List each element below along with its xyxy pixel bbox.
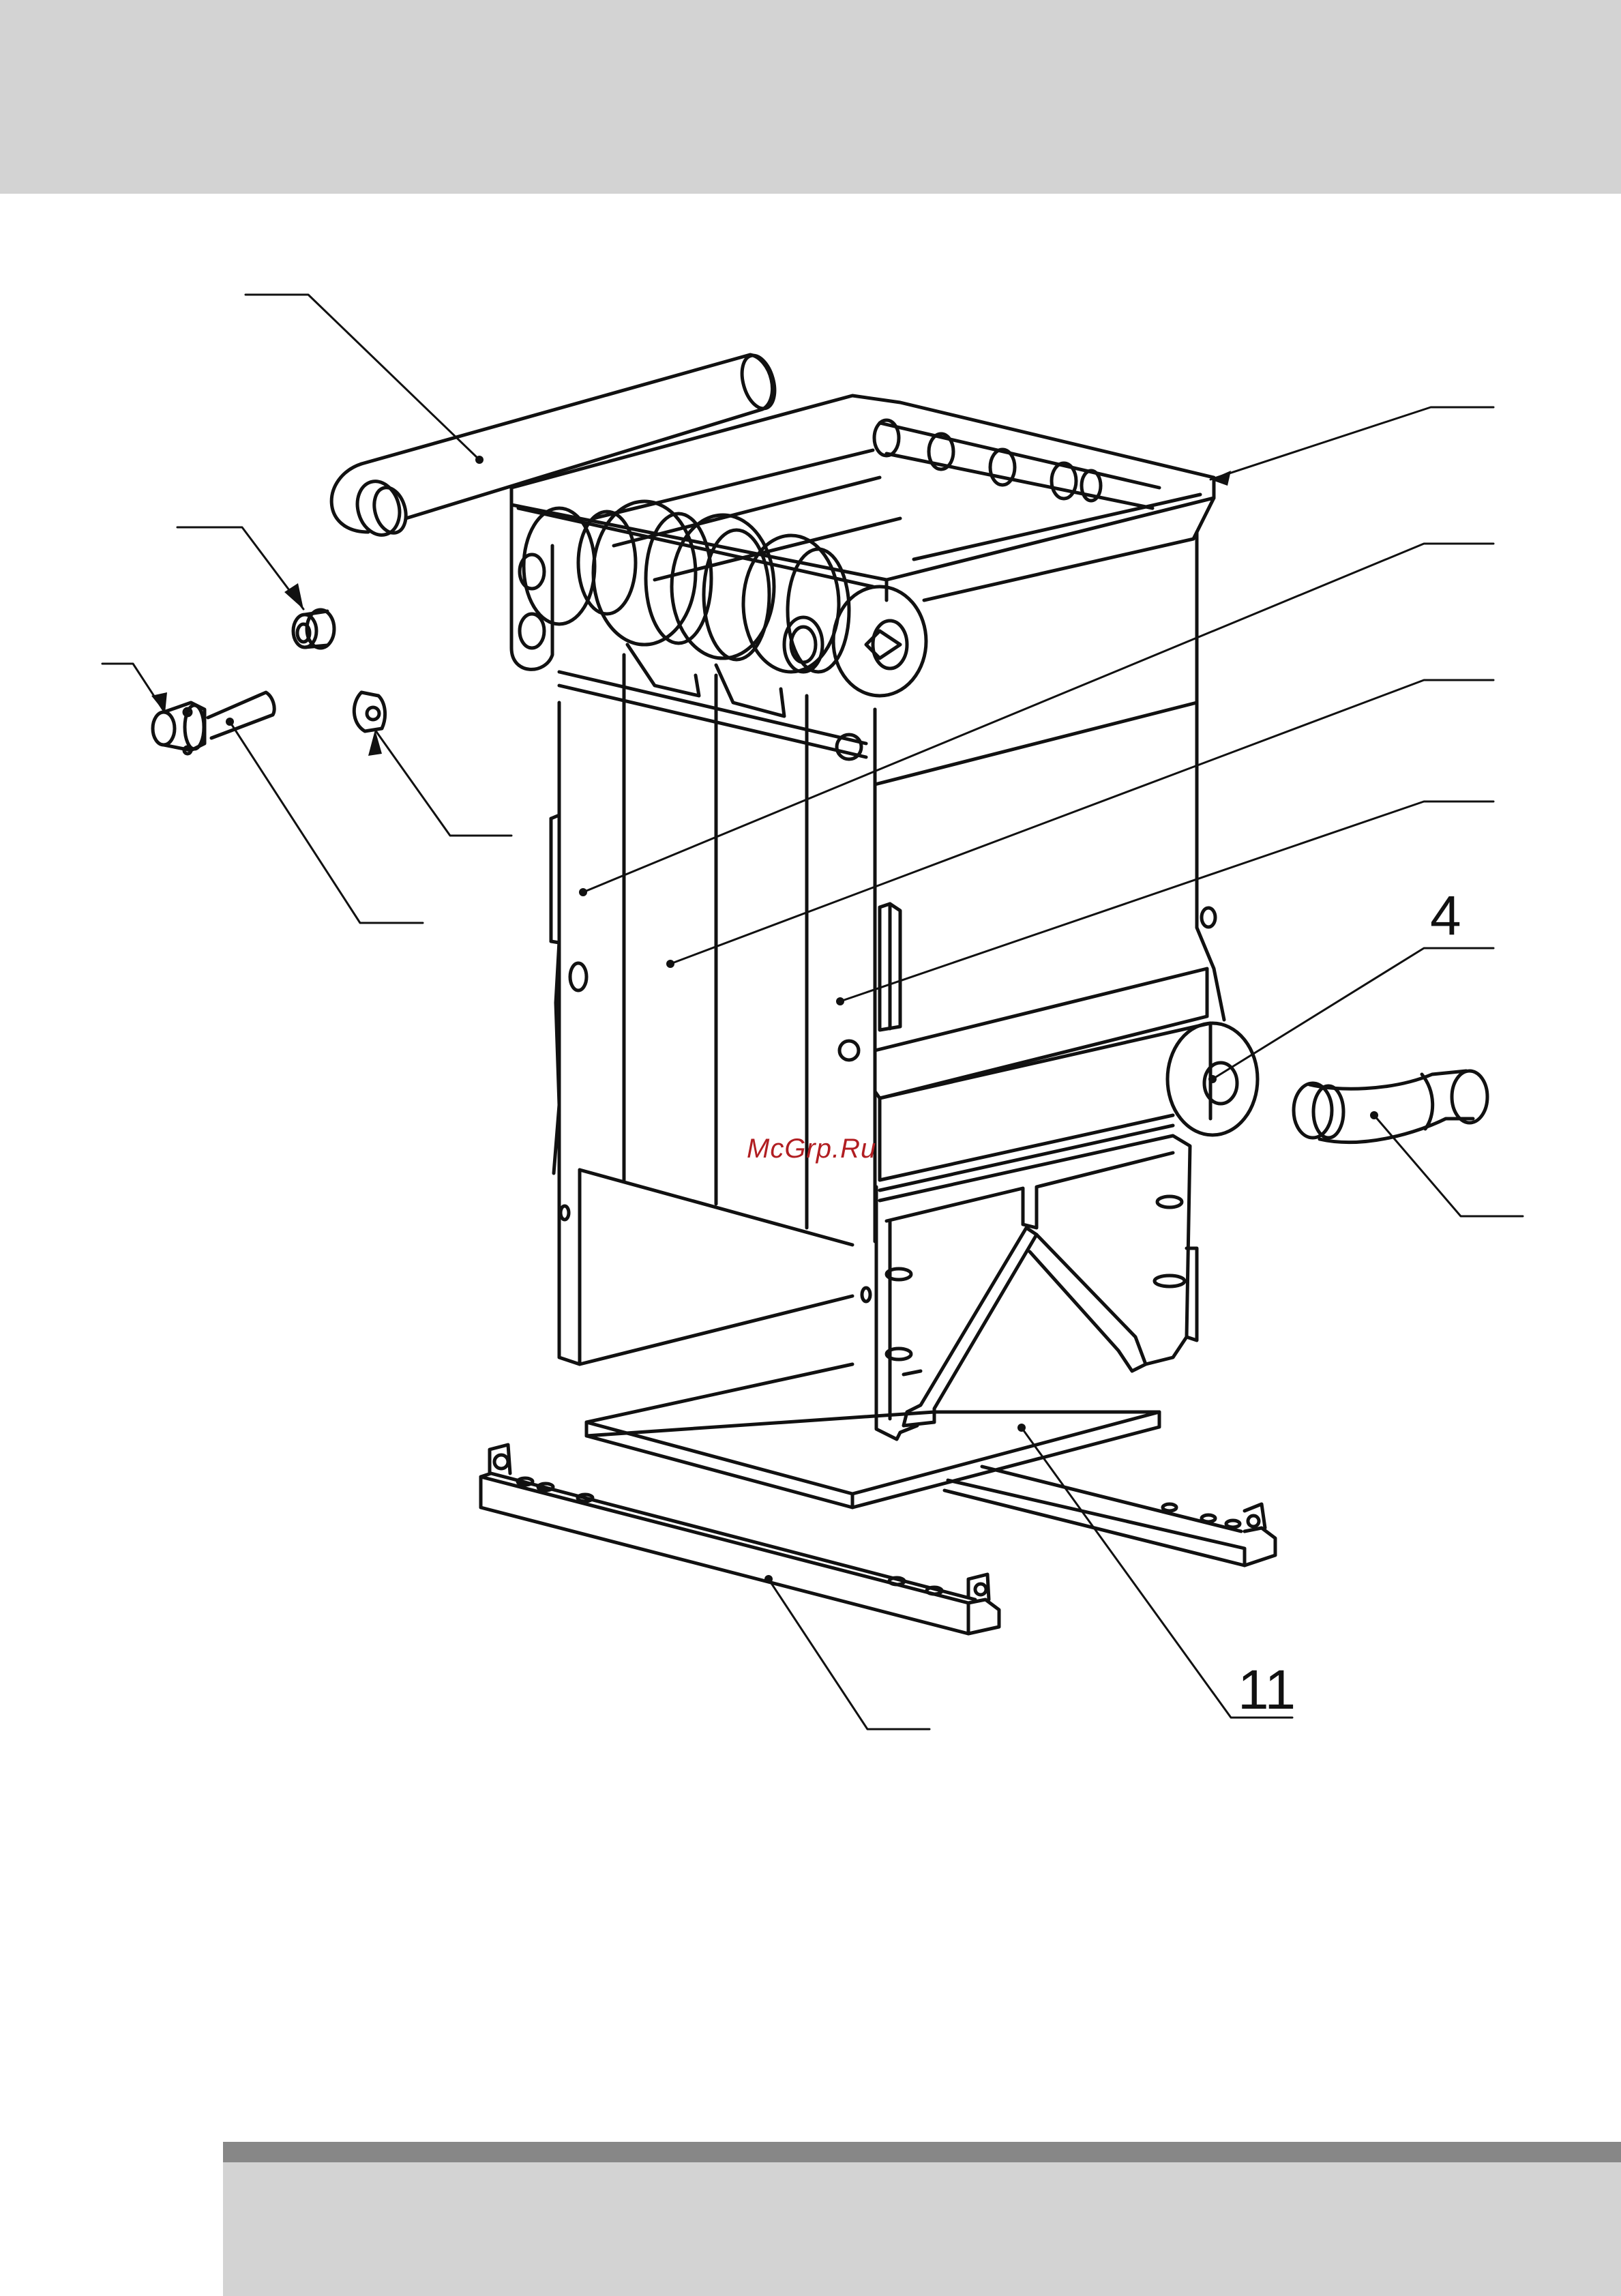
footer-band: [223, 2162, 1621, 2296]
watermark-text: McGrp.Ru: [747, 1134, 876, 1164]
footer-band-line: [223, 2142, 1621, 2162]
upper-pipe-part: [331, 351, 780, 540]
clip-part: [354, 692, 385, 731]
nipple-fitting-part: [293, 610, 334, 648]
base-plate-part: [586, 1364, 1159, 1507]
callout-label-11: 11: [1238, 1659, 1296, 1721]
front-support-rail: [481, 1445, 999, 1634]
callout-label-4: 4: [1430, 885, 1461, 947]
bent-hose-part: [1294, 1071, 1487, 1143]
leader-lines: [102, 295, 1523, 1729]
drain-valve-part: [153, 692, 274, 754]
boiler-body: [511, 396, 1258, 1439]
